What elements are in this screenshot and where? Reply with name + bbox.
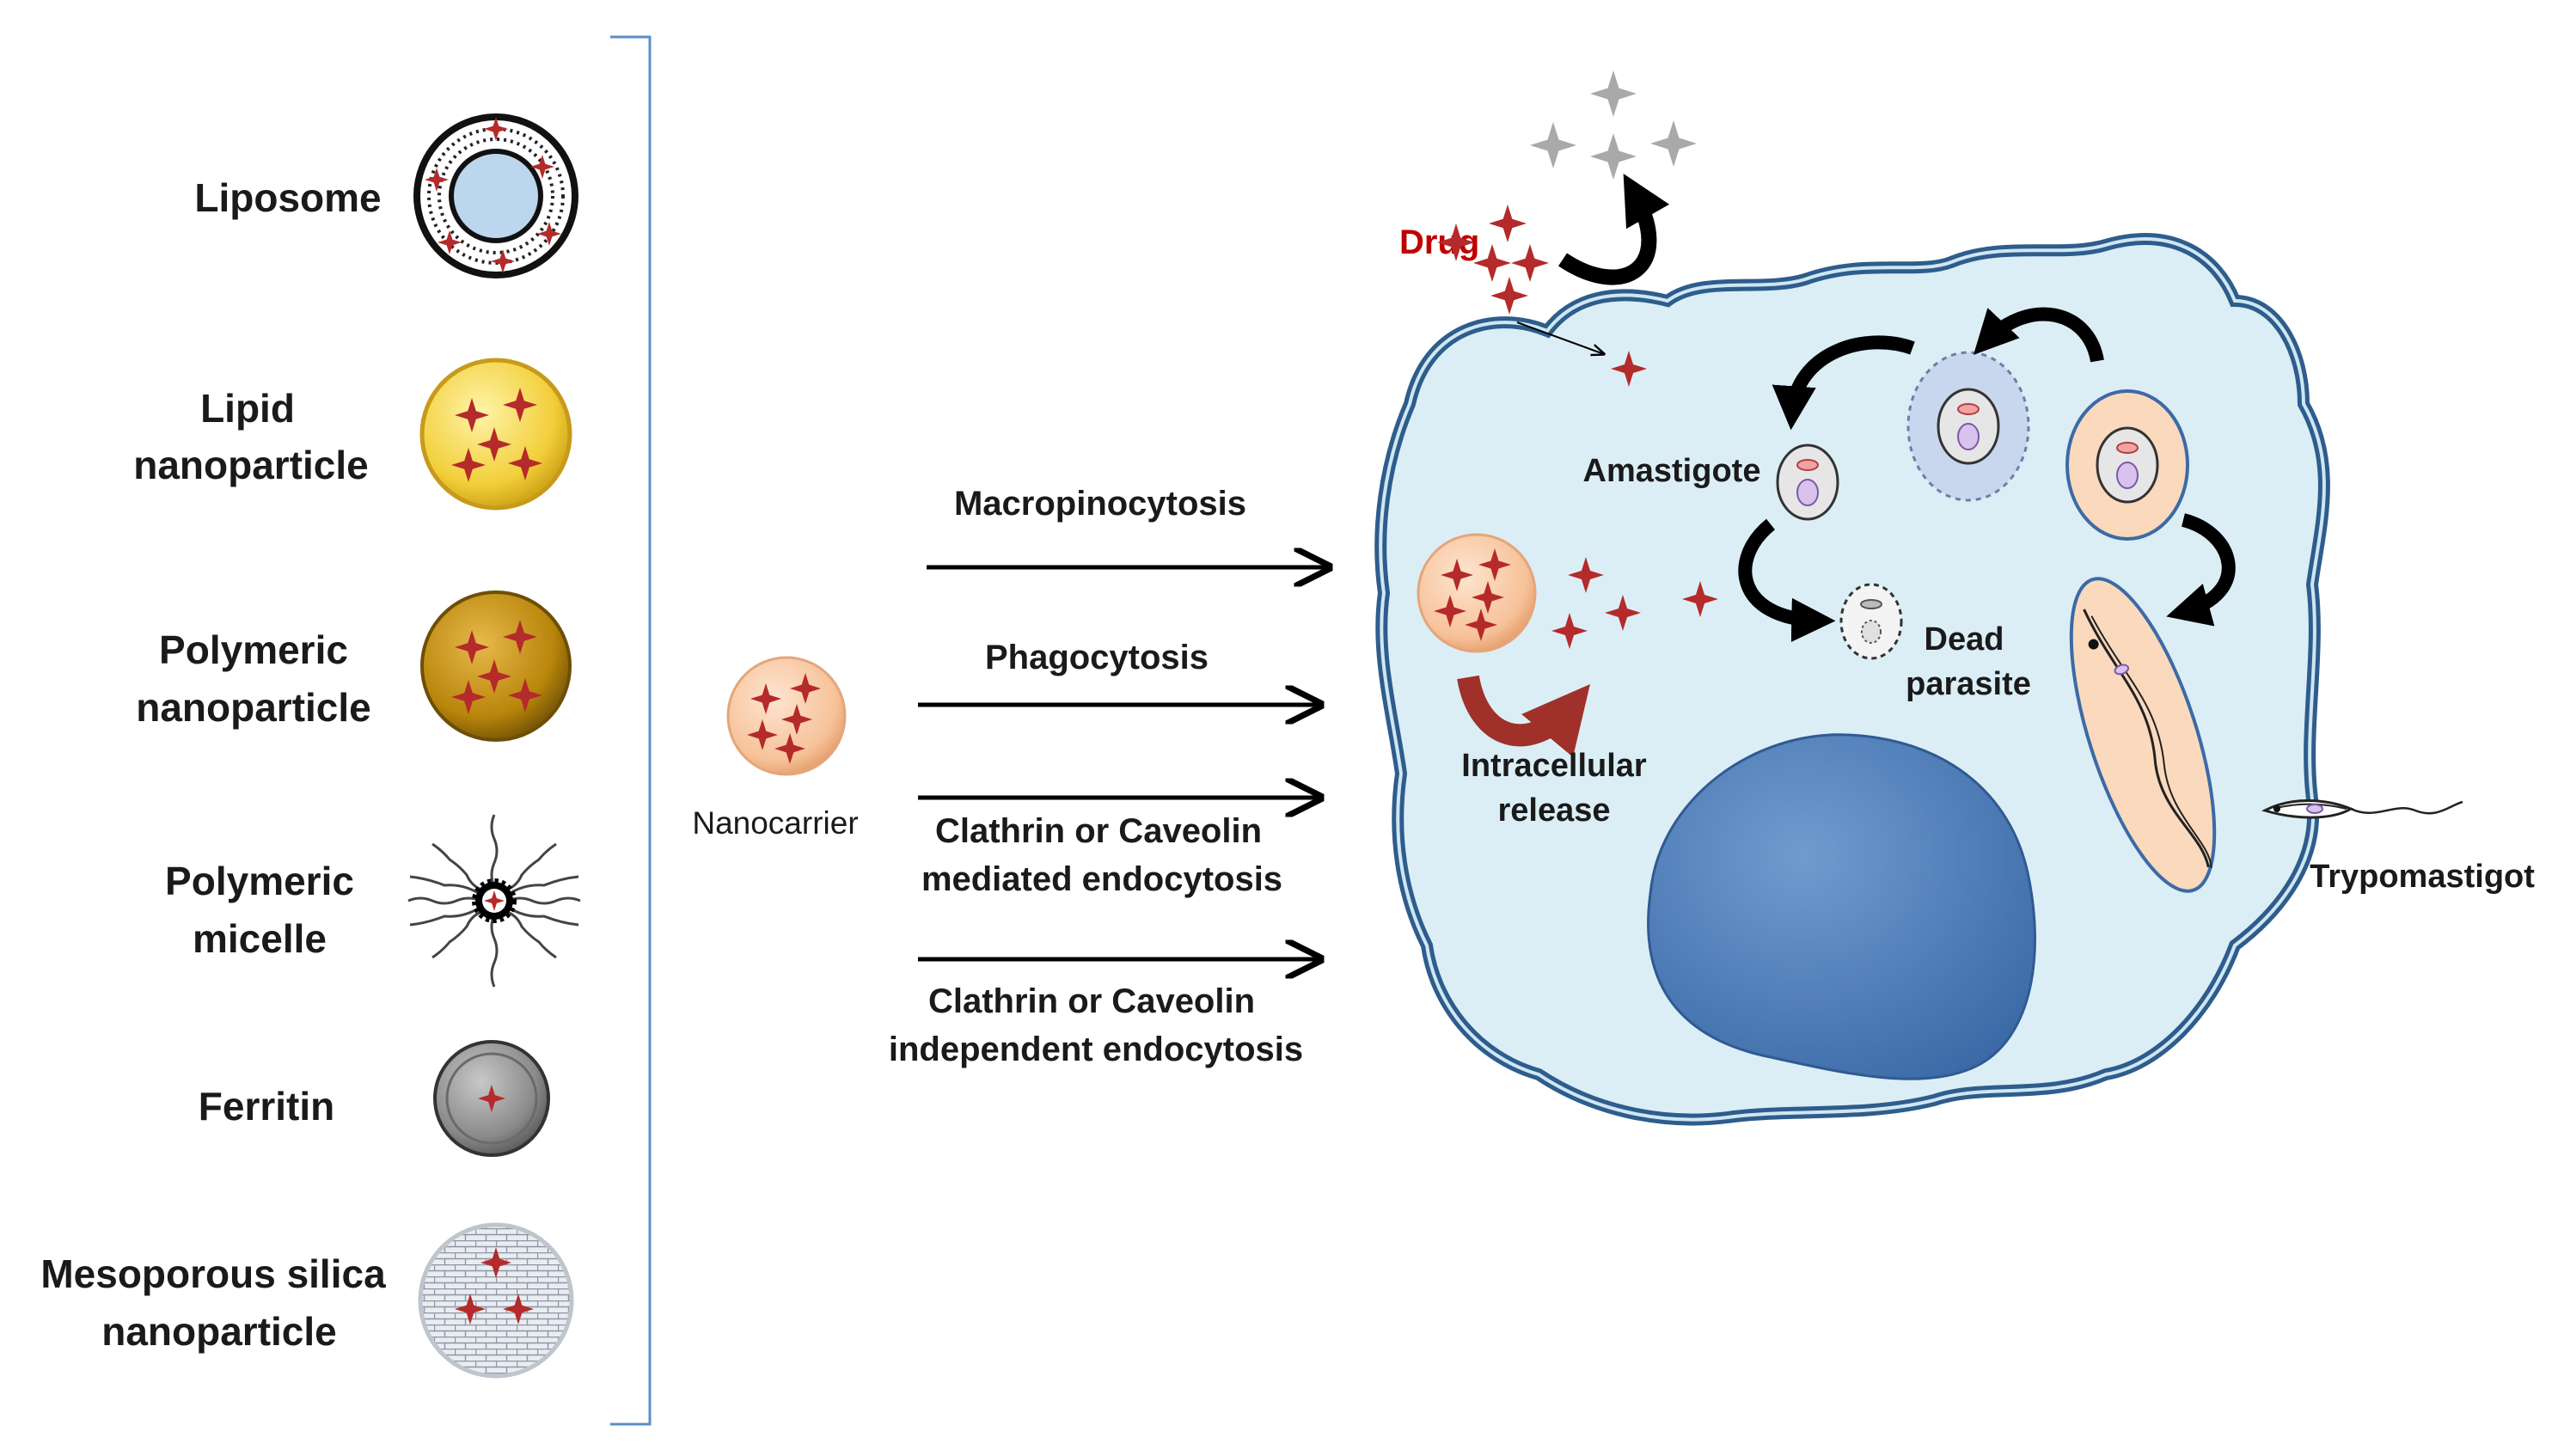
lipid-nanoparticle-icon [419, 358, 572, 511]
carrier-label-silica-line2: nanoparticle [101, 1309, 337, 1354]
carrier-label-micelle-line1: Polymeric [165, 859, 354, 903]
efflux-arrow [1558, 173, 1670, 285]
effluxed-drug [1530, 70, 1697, 180]
carrier-label-silica-line1: Mesoporous silica [40, 1251, 386, 1296]
carrier-label-polymeric-np-line2: nanoparticle [136, 685, 371, 730]
carrier-list: Liposome Lipid nanoparticle Polymeric na… [40, 113, 581, 1379]
carrier-label-liposome: Liposome [194, 175, 381, 220]
life-cycle-arrows [1738, 307, 2236, 642]
release-arrow [1457, 675, 1590, 757]
route-label-clathrin-mediated-line1: Clathrin or Caveolin [935, 812, 1262, 850]
carrier-label-lipid-line1: Lipid [200, 386, 295, 431]
drug-entry-arrow [1516, 321, 1604, 354]
mesoporous-silica-icon [418, 1222, 574, 1379]
route-label-clathrin-independent-line2: independent endocytosis [889, 1031, 1303, 1068]
grouping-bracket [610, 35, 652, 1426]
carrier-label-ferritin: Ferritin [199, 1084, 334, 1129]
polymeric-nanoparticle-icon [420, 590, 572, 742]
carrier-label-lipid-line2: nanoparticle [133, 443, 369, 487]
liposome-icon [413, 113, 578, 278]
dead-parasite-label-line2: parasite [1906, 666, 2031, 702]
nanocarrier-label: Nanocarrier [692, 805, 858, 841]
polymeric-micelle-icon [407, 814, 581, 988]
parasitophorous-vacuole [1906, 351, 2030, 502]
amastigote [1776, 444, 1839, 521]
carrier-label-micelle-line2: micelle [193, 916, 327, 961]
internalized-nanocarrier [1417, 533, 1537, 653]
dead-parasite [1839, 583, 1903, 660]
release-label-line1: Intracellular [1461, 748, 1647, 784]
host-cell: Intracellular release Amastigote [1374, 233, 2330, 1126]
route-label-macropinocytosis: Macropinocytosis [954, 485, 1246, 523]
uptake-routes: Macropinocytosis Phagocytosis Clathrin o… [889, 485, 1329, 1068]
route-label-phagocytosis: Phagocytosis [985, 639, 1209, 676]
carrier-label-polymeric-np-line1: Polymeric [159, 627, 348, 672]
route-label-clathrin-independent-line1: Clathrin or Caveolin [928, 982, 1255, 1020]
dead-parasite-label-line1: Dead [1925, 621, 2004, 658]
amastigote-label: Amastigote [1583, 453, 1761, 489]
trypomastigote-vacuole [2069, 577, 2217, 893]
ferritin-icon [433, 1040, 550, 1157]
nanocarrier [726, 656, 847, 776]
nucleus [1647, 733, 2036, 1080]
route-label-clathrin-mediated-line2: mediated endocytosis [921, 860, 1282, 898]
trypomastigote [2261, 799, 2463, 819]
amastigote-vacuole [2065, 389, 2189, 541]
trypomastigot-label: Trypomastigot [2310, 859, 2535, 895]
release-label-line2: release [1497, 792, 1610, 829]
